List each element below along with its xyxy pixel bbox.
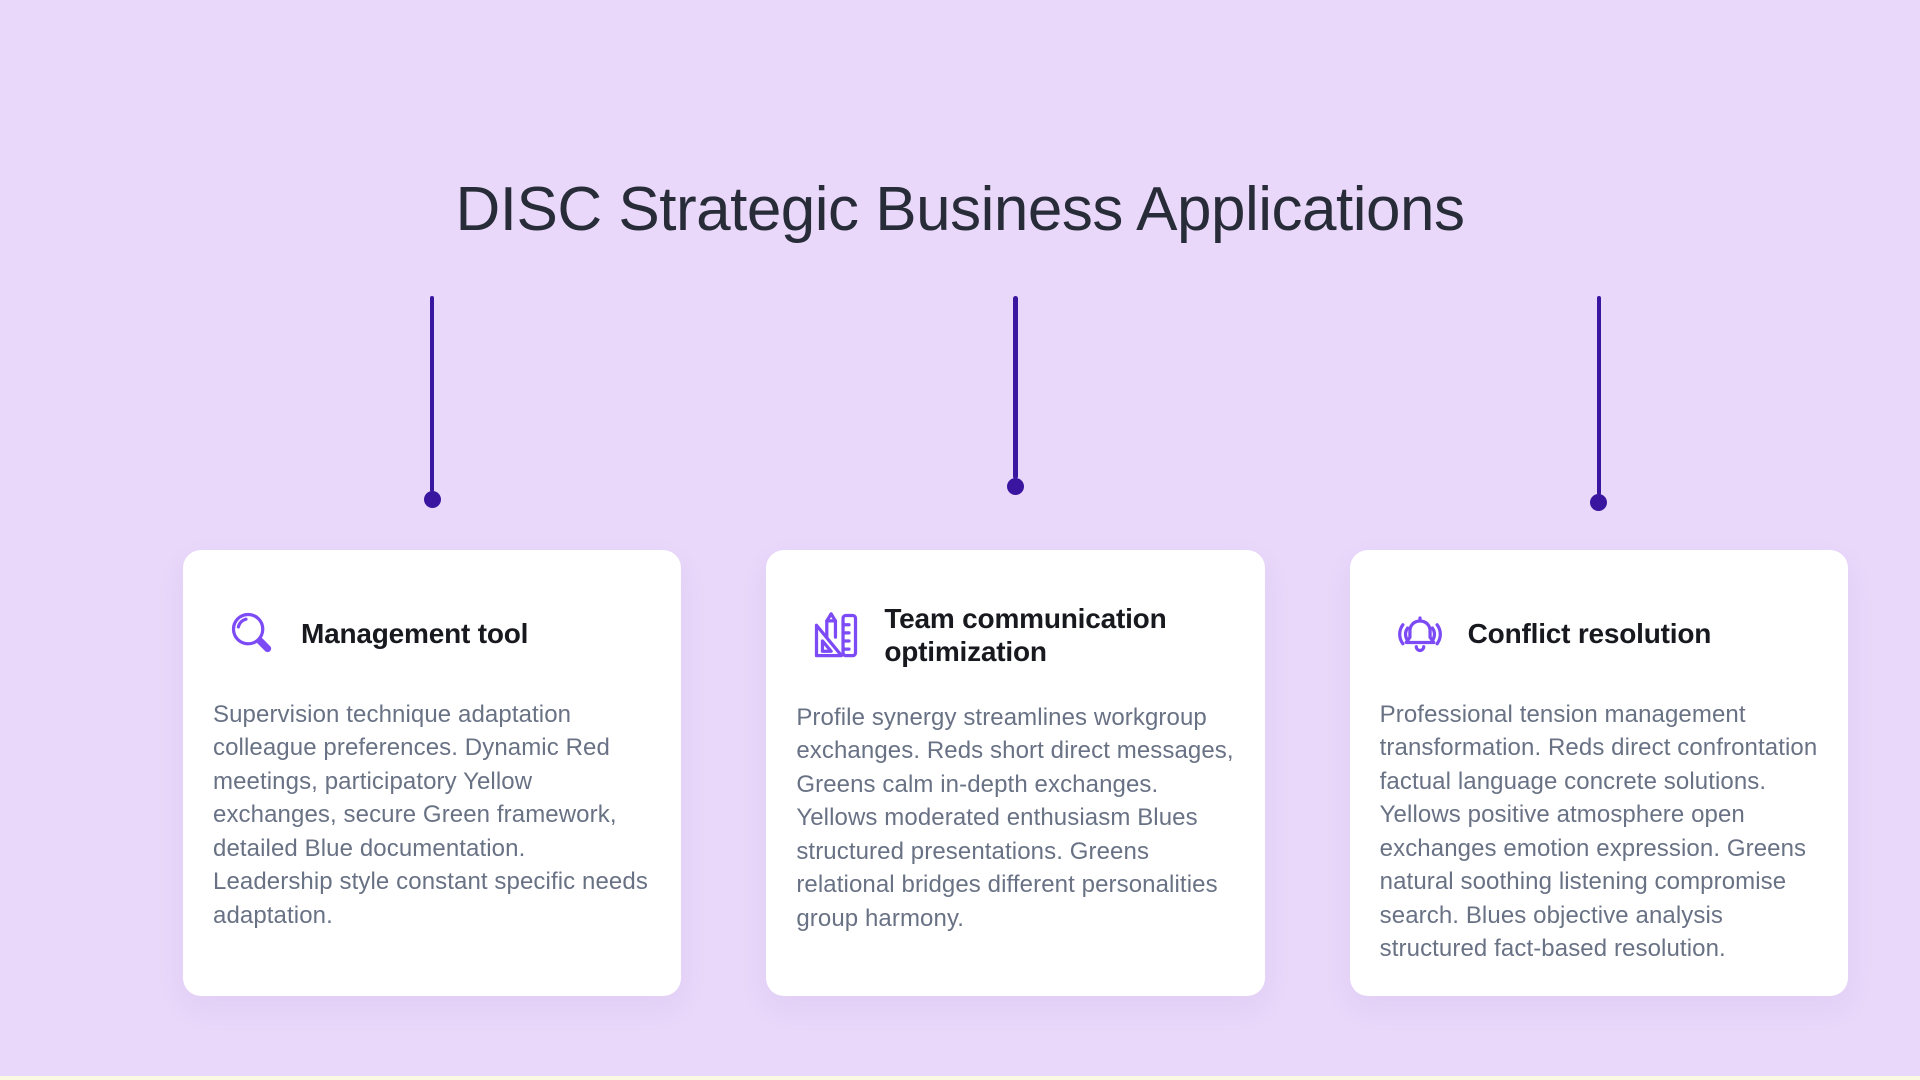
card-management-tool: Management tool Supervision technique ad… <box>183 549 682 996</box>
vertical-line <box>429 295 435 492</box>
card-team-communication: Team communication optimization Profile … <box>766 549 1265 996</box>
connector-line-3 <box>1350 248 1848 550</box>
card-header: Conflict resolution <box>1380 602 1818 666</box>
connector-line-2 <box>766 248 1264 550</box>
line-end-dot <box>1590 493 1608 511</box>
card-body-text: Supervision technique adaptation colleag… <box>213 700 648 929</box>
column-conflict-resolution: Conflict resolution Professional tension… <box>1349 248 1848 996</box>
ringing-bell-icon <box>1394 608 1446 660</box>
card-body-text: Profile synergy streamlines workgroup ex… <box>796 703 1234 932</box>
connector-line-1 <box>183 248 681 550</box>
card-header: Management tool <box>213 602 651 666</box>
magnifier-icon <box>227 608 279 660</box>
card-header: Team communication optimization <box>796 602 1234 669</box>
page-title: DISC Strategic Business Applications <box>455 175 1465 244</box>
card-title: Conflict resolution <box>1467 617 1712 649</box>
line-end-dot <box>423 490 441 508</box>
vertical-line <box>1013 295 1018 479</box>
next-section-edge <box>0 1076 1920 1080</box>
drafting-tools-icon <box>810 609 862 661</box>
card-body-text: Professional tension management transfor… <box>1379 700 1818 963</box>
line-end-dot <box>1006 477 1024 495</box>
card-title: Team communication optimization <box>884 602 1167 668</box>
card-title: Management tool <box>301 617 529 649</box>
column-team-communication: Team communication optimization Profile … <box>766 248 1265 996</box>
vertical-line <box>1596 295 1602 495</box>
card-conflict-resolution: Conflict resolution Professional tension… <box>1349 549 1848 996</box>
column-management-tool: Management tool Supervision technique ad… <box>183 248 682 996</box>
cards-row: Management tool Supervision technique ad… <box>0 248 1920 996</box>
